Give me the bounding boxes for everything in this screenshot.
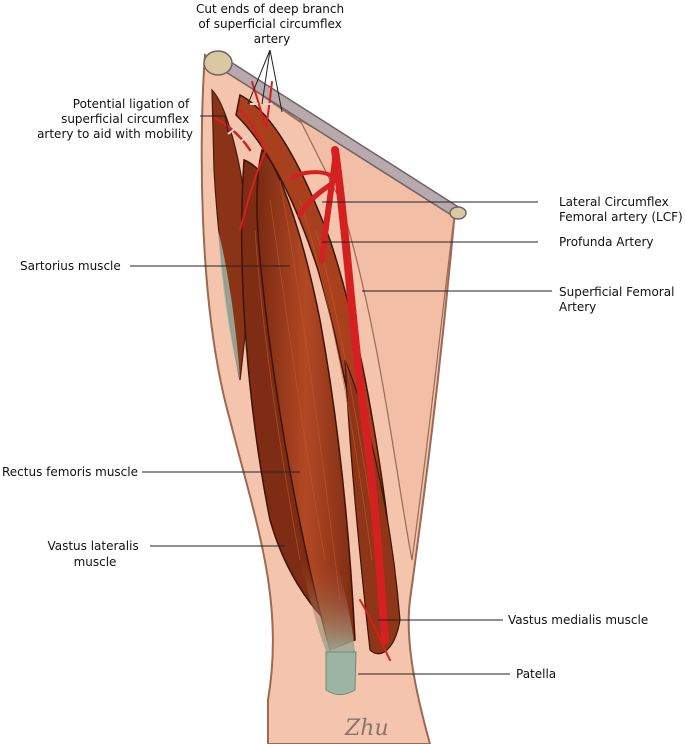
label-lcf: Lateral Circumflex Femoral artery (LCF) xyxy=(559,195,683,224)
label-rectus: Rectus femoris muscle xyxy=(2,465,138,479)
ligation-clips xyxy=(227,103,272,143)
label-vastus-medialis: Vastus medialis muscle xyxy=(508,613,648,627)
lcf-artery xyxy=(297,182,333,218)
bone-end-top xyxy=(203,50,233,76)
label-vastus-lateralis: Vastus lateralis muscle xyxy=(47,539,142,569)
bone-end-right xyxy=(449,206,467,220)
signature: Zhu xyxy=(344,716,389,741)
label-cut-ends: Cut ends of deep branch of superficial c… xyxy=(196,2,348,46)
profunda-artery xyxy=(319,157,338,263)
patella xyxy=(325,651,357,695)
quadriceps-tendon xyxy=(300,560,356,660)
skin-flap xyxy=(298,118,456,561)
labels: Cut ends of deep branch of superficial c… xyxy=(2,2,683,681)
label-patella: Patella xyxy=(516,667,556,681)
label-profunda: Profunda Artery xyxy=(559,235,654,249)
label-sartorius: Sartorius muscle xyxy=(20,259,121,273)
label-ligation: Potential ligation of superficial circum… xyxy=(37,97,193,141)
label-sfa: Superficial Femoral Artery xyxy=(559,285,678,314)
superficial-femoral-artery xyxy=(331,146,389,644)
arteries xyxy=(213,81,391,661)
leader-lines xyxy=(130,49,552,675)
lateral-tendon xyxy=(218,230,240,380)
